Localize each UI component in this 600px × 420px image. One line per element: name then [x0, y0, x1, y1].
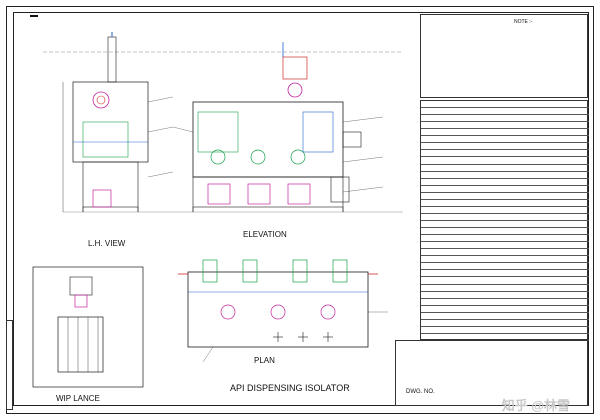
bom-row	[421, 129, 589, 137]
bom-row	[421, 292, 589, 299]
bom-row	[421, 186, 589, 193]
outer-frame	[6, 6, 594, 414]
bom-row	[421, 214, 589, 221]
bom-row	[421, 256, 589, 264]
bom-row	[421, 235, 589, 243]
isolator-drawing	[32, 32, 403, 388]
bom-row	[421, 299, 589, 306]
wip-lance-drawing	[32, 266, 144, 388]
bom-row	[421, 108, 589, 116]
bom-row	[421, 136, 589, 144]
plan-drawing	[178, 259, 388, 363]
bom-row	[421, 143, 589, 151]
bom-row	[421, 165, 589, 172]
bom-row	[421, 285, 589, 292]
bom-row	[421, 115, 589, 123]
elevation-drawing	[172, 42, 384, 212]
watermark: 知乎 @林雪	[501, 398, 570, 413]
bom-row	[421, 221, 589, 229]
dwg-no-label: DWG. NO.	[406, 389, 435, 395]
wip-lance-caption: WIP LANCE	[56, 394, 100, 403]
bom-row	[421, 242, 589, 250]
notes-header: NOTE :-	[514, 19, 533, 25]
bom-row	[421, 327, 589, 334]
plan-caption: PLAN	[254, 356, 275, 365]
bom-row	[421, 193, 589, 200]
bom-row	[421, 150, 589, 158]
bom-row	[421, 200, 589, 207]
bom-table	[420, 100, 589, 341]
drawing-title: API DISPENSING ISOLATOR	[230, 383, 350, 393]
title-block: DWG. NO.	[395, 340, 588, 406]
drawing-label-tag	[30, 15, 38, 17]
bom-row	[421, 157, 589, 165]
elevation-caption: ELEVATION	[243, 230, 287, 239]
bom-row	[421, 277, 589, 285]
bom-row	[421, 320, 589, 327]
bom-row	[421, 122, 589, 130]
bom-row	[421, 270, 589, 278]
bom-row	[421, 249, 589, 257]
bom-row	[421, 263, 589, 271]
notes-box: NOTE :-	[420, 14, 588, 98]
lh-view-caption: L.H. VIEW	[88, 239, 126, 248]
left-sidebar	[6, 320, 13, 410]
lh-view-drawing	[62, 32, 174, 212]
bom-row	[421, 179, 589, 186]
bom-row	[421, 306, 589, 313]
bom-row	[421, 313, 589, 320]
bom-row	[421, 101, 589, 109]
bom-row	[421, 228, 589, 236]
bom-row	[421, 207, 589, 214]
inner-frame	[13, 12, 589, 406]
bom-row	[421, 172, 589, 179]
